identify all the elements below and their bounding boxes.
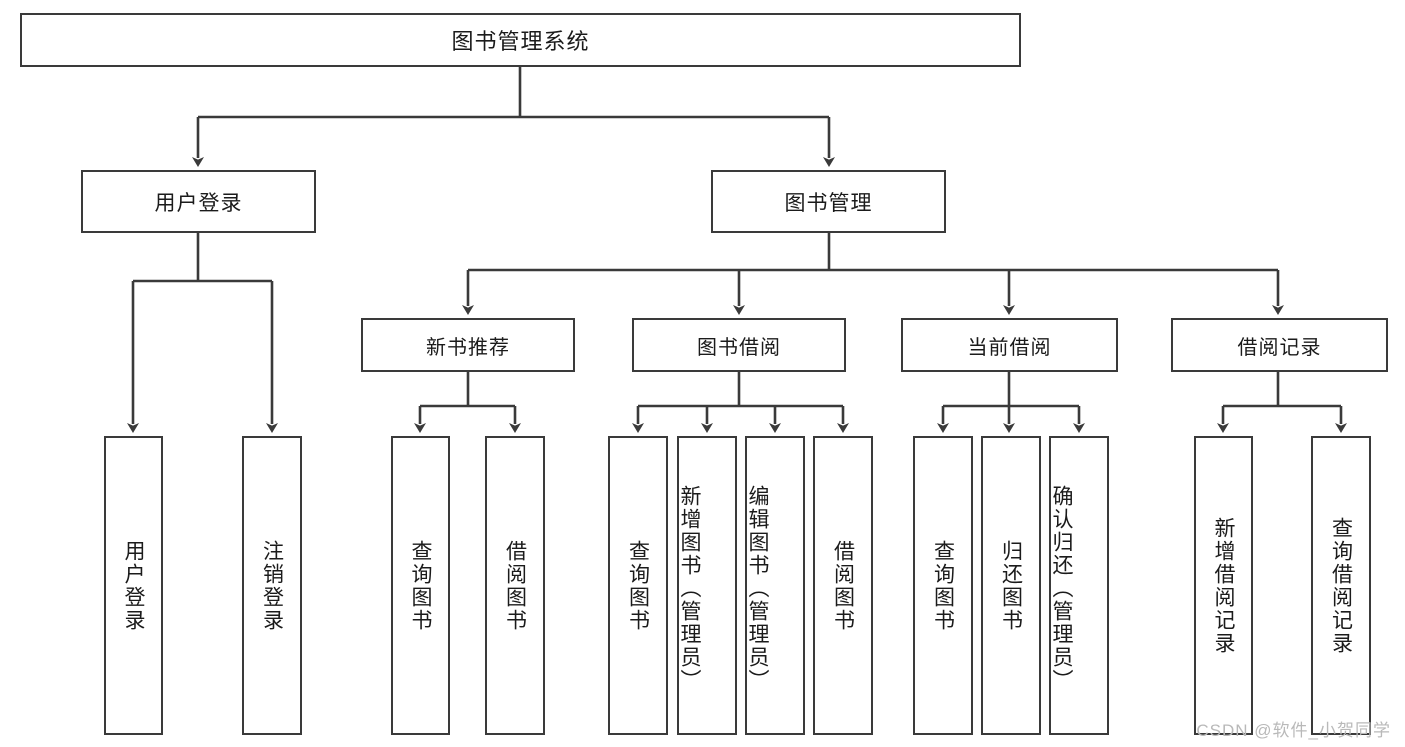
node-label: 编辑图书（管理员） <box>746 485 769 692</box>
node-label: 借阅图书 <box>503 539 527 632</box>
node-label: 新增借阅记录 <box>1212 516 1235 655</box>
node-label: 查询图书 <box>931 539 955 632</box>
node-label: 新增图书（管理员） <box>678 485 701 692</box>
leaf-new-book-query[interactable]: 查询图书 <box>391 436 450 735</box>
leaf-book-borrow-add-admin[interactable]: 新增图书（管理员） <box>677 436 737 735</box>
node-label: 确认归还（管理员） <box>1050 485 1073 692</box>
leaf-borrow-record-add[interactable]: 新增借阅记录 <box>1194 436 1253 735</box>
node-label: 图书借阅 <box>697 336 781 359</box>
leaf-user-login-login[interactable]: 用户登录 <box>104 436 163 735</box>
node-label: 注销登录 <box>260 539 284 632</box>
node-book-management-system[interactable]: 图书管理系统 <box>20 13 1021 67</box>
node-label: 借阅图书 <box>831 539 855 632</box>
node-user-login[interactable]: 用户登录 <box>81 170 316 233</box>
leaf-book-borrow-borrow[interactable]: 借阅图书 <box>813 436 873 735</box>
node-book-management[interactable]: 图书管理 <box>711 170 946 233</box>
node-book-borrow[interactable]: 图书借阅 <box>632 318 846 372</box>
node-label: 用户登录 <box>122 539 145 632</box>
node-label: 借阅记录 <box>1237 336 1322 359</box>
node-label: 查询借阅记录 <box>1329 516 1353 655</box>
node-current-borrow[interactable]: 当前借阅 <box>901 318 1118 372</box>
node-label: 当前借阅 <box>967 336 1052 359</box>
node-label: 查询图书 <box>626 539 650 632</box>
node-label: 查询图书 <box>409 539 432 632</box>
leaf-current-borrow-confirm-return-admin[interactable]: 确认归还（管理员） <box>1049 436 1109 735</box>
node-borrow-record[interactable]: 借阅记录 <box>1171 318 1388 372</box>
leaf-current-borrow-query[interactable]: 查询图书 <box>913 436 973 735</box>
csdn-watermark: CSDN @软件_小贺同学 <box>1196 721 1391 740</box>
leaf-book-borrow-query[interactable]: 查询图书 <box>608 436 668 735</box>
leaf-book-borrow-edit-admin[interactable]: 编辑图书（管理员） <box>745 436 805 735</box>
node-label: 图书管理 <box>784 191 873 215</box>
node-label: 归还图书 <box>999 539 1023 632</box>
node-label: 图书管理系统 <box>451 29 590 54</box>
leaf-current-borrow-return[interactable]: 归还图书 <box>981 436 1041 735</box>
leaf-borrow-record-query[interactable]: 查询借阅记录 <box>1311 436 1371 735</box>
leaf-user-login-logout[interactable]: 注销登录 <box>242 436 302 735</box>
node-new-book-recommend[interactable]: 新书推荐 <box>361 318 575 372</box>
leaf-new-book-borrow[interactable]: 借阅图书 <box>485 436 545 735</box>
node-label: 用户登录 <box>154 191 243 215</box>
node-label: 新书推荐 <box>426 336 510 359</box>
